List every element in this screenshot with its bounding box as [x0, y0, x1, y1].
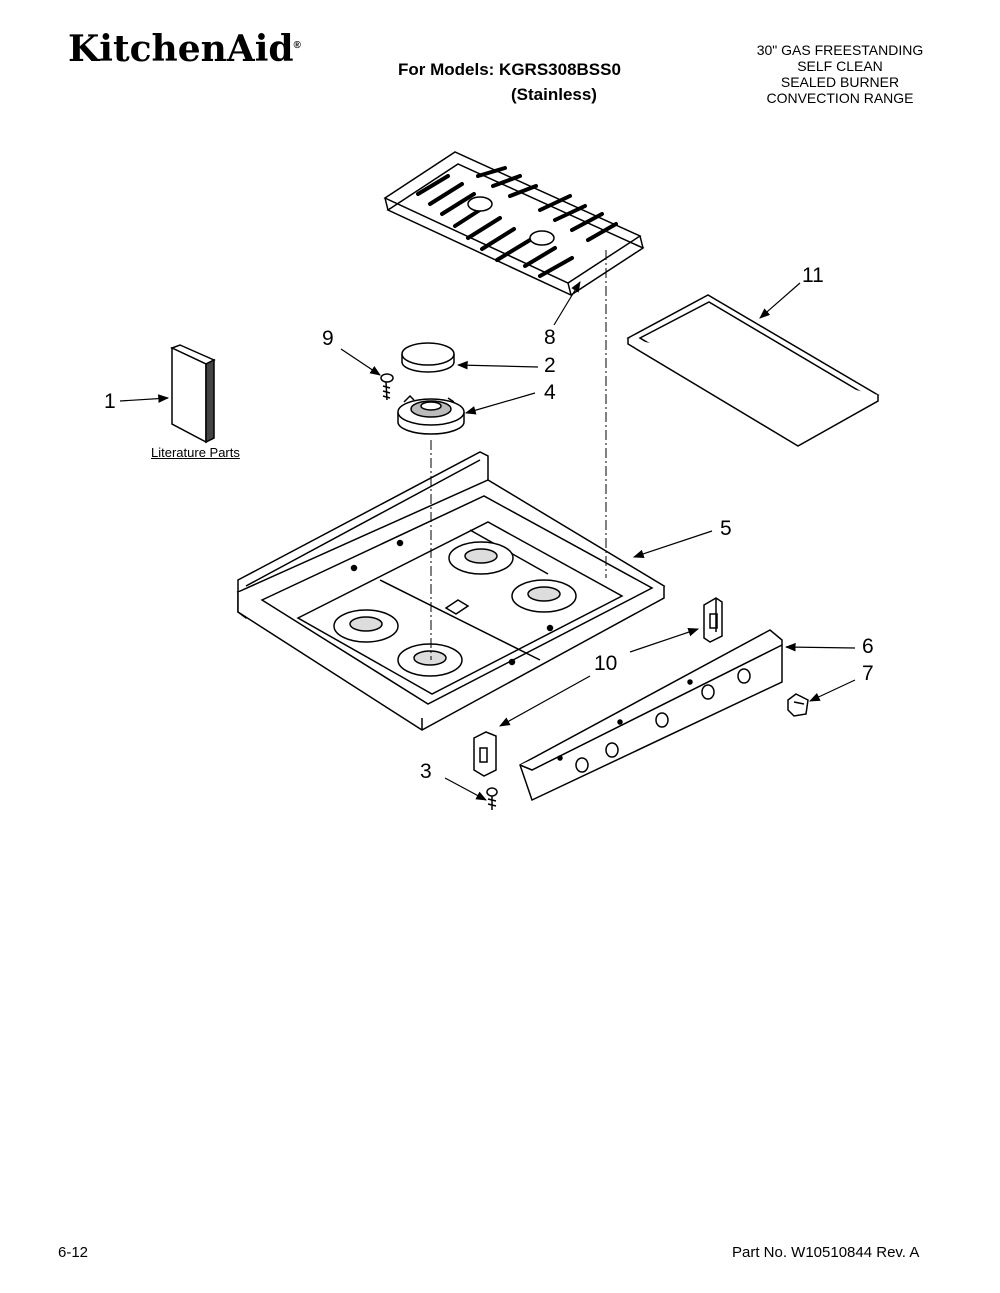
- callout-9: 9: [322, 327, 334, 350]
- control-knob: [787, 693, 809, 717]
- callout-4: 4: [544, 381, 556, 404]
- burner-screw: [380, 373, 394, 401]
- callout-1: 1: [104, 390, 116, 413]
- page-number: 6-12: [58, 1244, 89, 1261]
- burner-grate: [383, 151, 645, 296]
- product-line: 30" GAS FREESTANDING: [756, 42, 924, 58]
- product-line: SEALED BURNER: [780, 74, 900, 90]
- burner-base: [397, 394, 465, 435]
- leader-10a: [629, 628, 700, 653]
- product-description: 30" GAS FREESTANDING SELF CLEAN SEALED B…: [730, 42, 950, 106]
- callout-11: 11: [802, 264, 824, 287]
- literature-booklet: [170, 344, 216, 444]
- registered-mark: ®: [293, 40, 301, 51]
- leader-1: [119, 394, 170, 403]
- control-panel-bracket-right: [703, 597, 723, 643]
- control-panel-bracket-left: [473, 731, 497, 777]
- product-line: SELF CLEAN: [797, 58, 883, 74]
- brand-logo: KitchenAid®: [68, 26, 301, 69]
- assembly-lines: [430, 250, 607, 660]
- leader-3: [444, 777, 487, 801]
- callout-7: 7: [862, 662, 874, 685]
- part-number: Part No. W10510844 Rev. A: [732, 1244, 920, 1261]
- finish-label: (Stainless): [511, 85, 597, 104]
- brand-name: KitchenAid: [68, 28, 294, 70]
- literature-parts-label: Literature Parts: [151, 445, 240, 460]
- leader-11: [759, 282, 801, 319]
- leader-7: [809, 679, 856, 702]
- burner-cap: [401, 342, 455, 373]
- cooktop-cover-panel: [626, 294, 880, 447]
- callout-10: 10: [594, 652, 618, 675]
- callout-5: 5: [720, 517, 732, 540]
- product-line: CONVECTION RANGE: [766, 90, 914, 106]
- models-label: For Models: KGRS308BSS0: [398, 60, 621, 79]
- leader-8: [553, 281, 581, 326]
- main-cooktop: [236, 451, 666, 731]
- bracket-screw: [486, 787, 498, 810]
- leader-4: [464, 392, 536, 415]
- leader-2: [456, 360, 539, 370]
- callout-8: 8: [544, 326, 556, 349]
- callout-2: 2: [544, 354, 556, 377]
- leader-10b: [499, 675, 591, 727]
- leader-6: [784, 642, 856, 652]
- control-panel: [519, 629, 783, 802]
- leader-9: [340, 348, 381, 376]
- callout-3: 3: [420, 760, 432, 783]
- leader-5: [632, 530, 713, 559]
- callout-6: 6: [862, 635, 874, 658]
